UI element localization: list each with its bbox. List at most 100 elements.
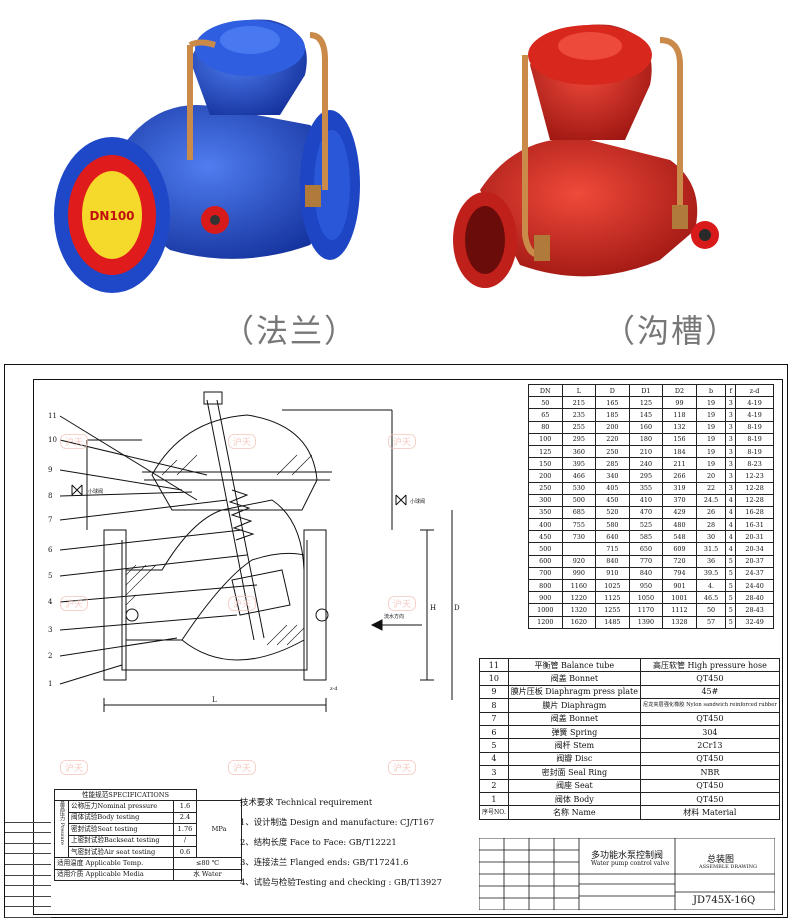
spec-row-label: 密封试验Seat testing [68,823,174,836]
blue-flanged-valve-image: DN100 [54,19,360,293]
dims-cell: 295 [628,469,664,483]
product-photos: DN100 （法兰） （沟槽） [0,0,790,352]
watermark: 沪天 [388,760,417,775]
spec-temp-label: 适用温度 Applicable Temp. [54,857,174,870]
callout-7: 7 [48,516,52,524]
spec-unit: MPa [196,800,242,859]
part-number: 4 [479,751,509,767]
dims-cell: 405 [595,481,630,495]
dims-cell: 1170 [628,603,664,617]
dims-header-cell: D2 [662,383,697,398]
caption-flange: （法兰） [222,312,359,350]
spec-temp-value: ≤80 ℃ [173,857,242,870]
dims-cell: 1255 [595,603,630,617]
dims-header-cell: z-d [735,383,774,398]
dims-cell [561,542,597,556]
dims-cell: 39.5 [695,566,727,581]
dims-cell: 20-37 [735,554,774,568]
dims-cell: 609 [662,542,697,556]
dims-cell: 266 [662,469,697,483]
dims-cell: 250 [528,481,563,495]
dims-cell: 12-28 [735,481,774,495]
dims-cell: 500 [528,542,563,556]
dims-cell: 990 [561,566,597,581]
dims-cell: 480 [662,518,697,532]
dims-cell: 400 [528,518,563,532]
dims-cell: 450 [595,493,630,507]
dims-cell: 525 [628,518,664,532]
spec-title: 性能规范SPECIFICATIONS [54,788,197,802]
dims-cell: 4 [725,530,737,544]
dims-cell: 585 [628,530,664,544]
dims-cell: 500 [561,493,597,507]
dims-cell: 145 [628,408,664,422]
spec-row-value: / [173,834,197,847]
dims-cell: 8-19 [735,444,774,459]
spec-row-value: 0.6 [173,845,197,859]
dims-cell: 350 [528,505,563,520]
dims-cell: 150 [528,457,563,471]
dims-cell: 118 [662,408,697,422]
dims-cell: 1112 [662,603,697,617]
dims-cell: 156 [662,432,697,446]
part-name: 阀瓣 Disc [507,751,641,767]
dims-cell: 50 [695,603,727,617]
part-name: 阀盖 Bonnet [507,711,641,726]
dims-cell: 19 [695,396,727,410]
dims-cell: 12-23 [735,469,774,483]
dims-cell: 4 [725,542,737,556]
dims-cell: 920 [561,554,597,568]
dims-cell: 1485 [595,615,630,629]
part-name: 膜片 Diaphragm [507,698,641,713]
product-name-cn: 多功能水泵控制阀 [591,851,664,861]
dims-cell: 340 [595,469,630,483]
drawing-name-en: ASSEMBLE DRAWING [699,864,758,870]
spec-row-value: 2.4 [173,811,197,825]
callout-1: 1 [48,680,52,688]
dims-cell: 1125 [595,591,630,605]
dims-cell: 600 [528,554,563,568]
part-material: NBR [639,765,780,780]
dims-cell: 5 [725,615,737,629]
dims-cell: 900 [528,591,563,605]
dims-cell: 3 [725,396,737,410]
dims-header-cell: f [725,383,737,398]
dims-cell: 28-43 [735,603,774,617]
dims-cell: 255 [561,420,597,434]
dims-cell: 285 [595,457,630,471]
part-name: 平衡管 Balance tube [507,657,641,673]
part-material: 尼龙夹层强化橡胶 Nylon sandwich reinforced rubbe… [639,698,780,713]
watermark: 沪天 [60,760,89,775]
dims-cell: 450 [528,530,563,544]
dims-cell: 5 [725,554,737,568]
dims-cell: 8-19 [735,420,774,434]
watermark: 沪天 [388,596,417,611]
dims-cell: 685 [561,505,597,520]
dims-cell: 4 [725,518,737,532]
dims-cell: 65 [528,408,563,422]
dims-cell: 24.5 [695,493,727,507]
callout-5: 5 [48,572,52,580]
drawing-name-cn: 总装图 [707,855,735,865]
dims-cell: 3 [725,481,737,495]
dims-cell: 1220 [561,591,597,605]
small-valve-label-right: 小球阀 [410,498,425,505]
dims-cell: 715 [595,542,630,556]
part-number: 9 [479,684,509,700]
dims-header-cell: b [695,383,727,398]
dims-cell: 794 [662,566,697,581]
specifications-table: 性能规范SPECIFICATIONS 最高压力 Pressure 公称压力Nom… [54,788,242,882]
dim-label-d: D [454,604,460,612]
dims-cell: 5 [725,566,737,581]
